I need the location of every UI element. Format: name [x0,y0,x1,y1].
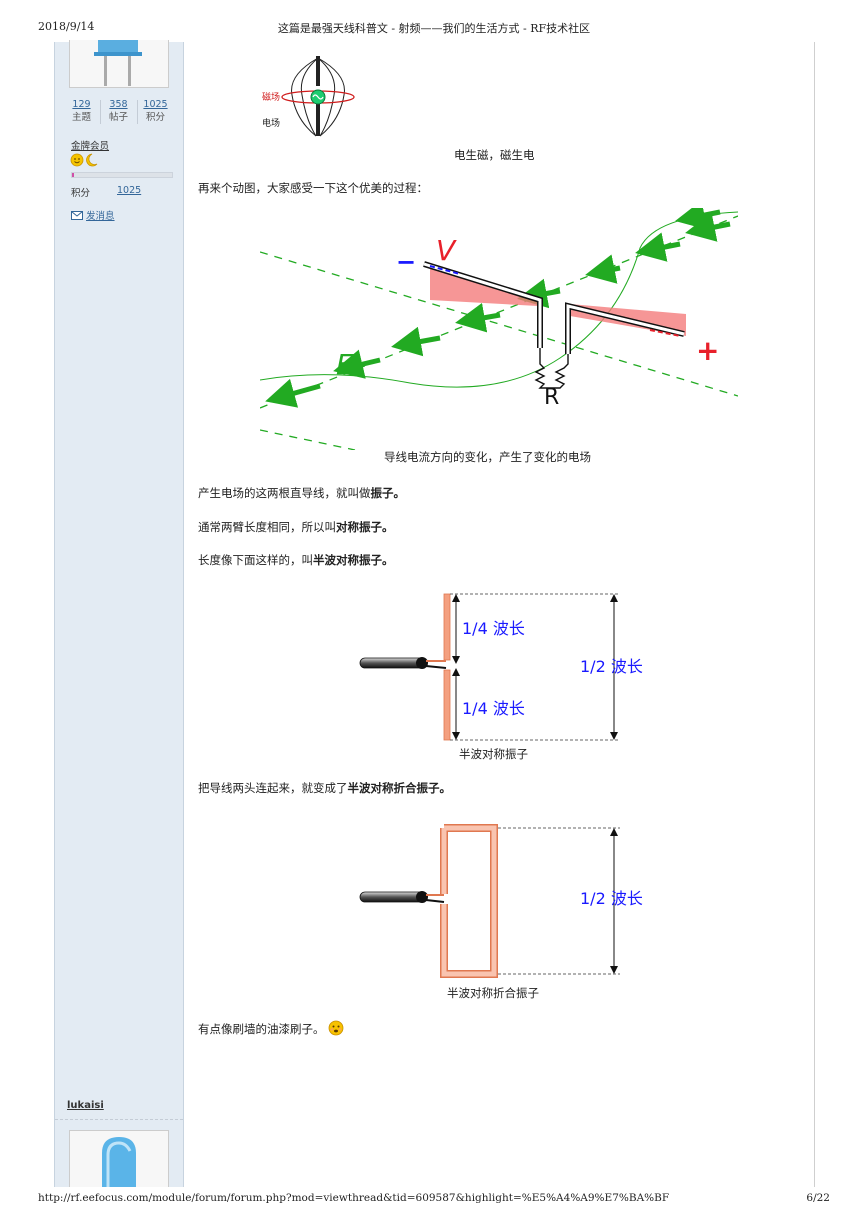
em-field-figure: 磁场 电场 [262,56,355,137]
stat-posts-label: 帖子 [108,112,128,123]
label-quarter-bottom: 1/4 波长 [462,699,525,718]
label-quarter-top: 1/4 波长 [462,619,525,638]
label-plus: + [696,334,719,367]
stat-topics[interactable]: 129 主题 [63,98,100,124]
label-e: E [336,348,354,381]
folded-dipole-figure: 1/2 波长 [359,824,643,978]
figure2-caption: 导线电流方向的变化，产生了变化的电场 [384,450,591,464]
send-message-label: 发消息 [86,211,115,222]
paragraph-3: 长度像下面这样的，叫半波对称振子。 [198,552,394,568]
paragraph-2: 通常两臂长度相同，所以叫对称振子。 [198,519,394,535]
paragraph-1-text: 产生电场的这两根直导线，就叫做 [198,486,371,500]
rank-icons [70,152,100,168]
paragraph-4-text: 把导线两头连起来，就变成了 [198,781,348,795]
label-half-folded: 1/2 波长 [580,889,643,908]
user-rank[interactable]: 金牌会员 [71,141,110,152]
print-page-number: 6/22 [806,1192,830,1204]
print-header: 2018/9/14 这篇是最强天线科普文 - 射频——我们的生活方式 - RF技… [0,18,868,36]
avatar[interactable] [69,1130,169,1187]
score-progress-bar [71,172,173,178]
figure4-caption: 半波对称折合振子 [447,986,539,1000]
stat-posts-value[interactable]: 358 [109,99,128,110]
print-title: 这篇是最强天线科普文 - 射频——我们的生活方式 - RF技术社区 [277,22,591,35]
paragraph-animation: 再来个动图，大家感受一下这个优美的过程： [198,181,428,195]
stat-score[interactable]: 1025 积分 [137,98,174,124]
score-progress-fill [72,173,74,177]
label-magnetic: 磁场 [262,91,280,103]
label-half: 1/2 波长 [580,657,643,676]
score-label: 积分 [71,188,91,199]
half-wave-dipole-figure: 1/4 波长 1/4 波长 1/2 波长 [359,593,643,741]
label-v: V [436,234,457,267]
user-sidebar: 129 主题 358 帖子 1025 积分 金牌会员 积分 1025 [54,40,184,1187]
paragraph-4: 把导线两头连起来，就变成了半波对称折合振子。 [198,780,451,796]
envelope-icon [71,211,83,220]
next-post-username[interactable]: lukaisi [67,1100,104,1111]
label-electric: 电场 [262,117,280,129]
print-date: 2018/9/14 [38,20,95,33]
paragraph-3-text: 长度像下面这样的，叫 [198,553,313,567]
stat-posts[interactable]: 358 帖子 [100,98,137,124]
stat-score-label: 积分 [145,112,165,123]
label-minus: − [396,248,416,276]
print-footer: http://rf.eefocus.com/module/forum/forum… [0,1190,868,1206]
avatar[interactable] [69,40,169,88]
stat-divider [137,100,138,124]
paragraph-5-text: 有点像刷墙的油漆刷子。 [198,1022,325,1036]
divider [55,1119,183,1120]
label-r: R [544,385,559,410]
send-message-link[interactable]: 发消息 [71,208,115,222]
paragraph-1: 产生电场的这两根直导线，就叫做振子。 [198,485,405,501]
stat-score-value[interactable]: 1025 [143,99,168,110]
paragraph-5: 有点像刷墙的油漆刷子。 [198,1020,344,1037]
score-value[interactable]: 1025 [117,185,142,196]
print-url: http://rf.eefocus.com/module/forum/forum… [38,1192,670,1204]
figure1-caption: 电生磁，磁生电 [454,148,535,162]
paragraph-3-bold: 半波对称振子。 [313,553,394,567]
stat-topics-label: 主题 [71,112,91,123]
moon-icon [86,153,98,167]
paragraph-2-bold: 对称振子。 [336,520,394,534]
paragraph-2-text: 通常两臂长度相同，所以叫 [198,520,336,534]
led-avatar-icon [102,1137,136,1187]
paragraph-1-bold: 振子。 [370,486,406,500]
sun-icon [70,153,84,167]
content-border [814,42,815,1187]
dipole-wave-figure: V E R − + [260,208,738,450]
user-stats: 129 主题 358 帖子 1025 积分 [63,98,175,126]
led-avatar-icon [94,40,142,86]
smiley-emoji-icon [328,1020,344,1036]
stat-topics-value[interactable]: 129 [72,99,91,110]
stat-divider [100,100,101,124]
figure3-caption: 半波对称振子 [459,747,528,761]
paragraph-4-bold: 半波对称折合振子。 [347,781,452,795]
